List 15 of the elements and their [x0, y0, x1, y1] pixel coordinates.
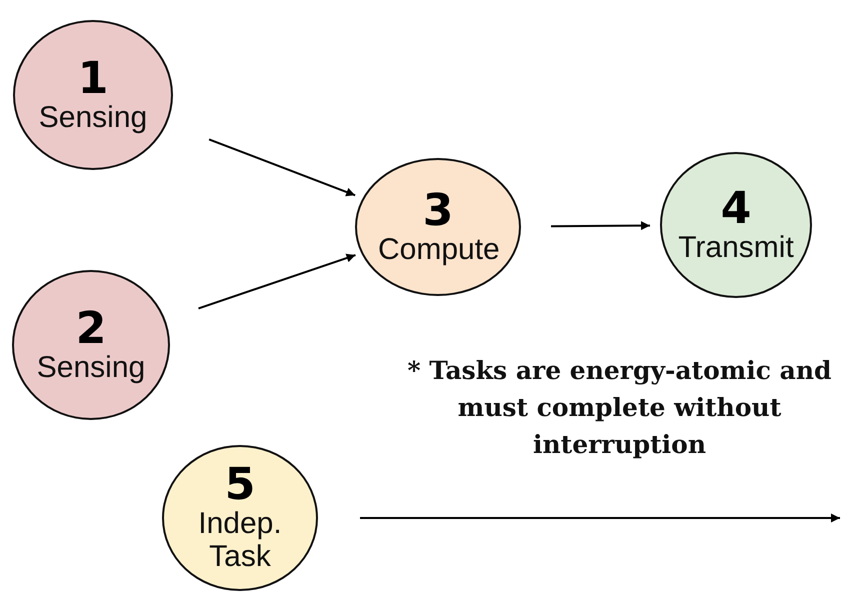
arrow	[198, 254, 356, 310]
task-number: 1	[78, 56, 108, 100]
task-label: Compute	[378, 232, 498, 266]
note-text: * Tasks are energy-atomic and must complete without interruption	[406, 355, 833, 461]
task-number: 4	[720, 186, 752, 230]
task-number: 3	[422, 188, 454, 232]
task-number: 2	[76, 306, 106, 350]
task-label: Sensing	[38, 100, 148, 134]
arrow	[550, 221, 650, 230]
arrow	[360, 514, 840, 522]
task-label: Indep. Task	[197, 507, 283, 573]
task-label: Sensing	[36, 350, 146, 384]
task-label: Transmit	[678, 230, 794, 264]
arrow	[208, 138, 356, 196]
task-number: 5	[224, 463, 256, 507]
